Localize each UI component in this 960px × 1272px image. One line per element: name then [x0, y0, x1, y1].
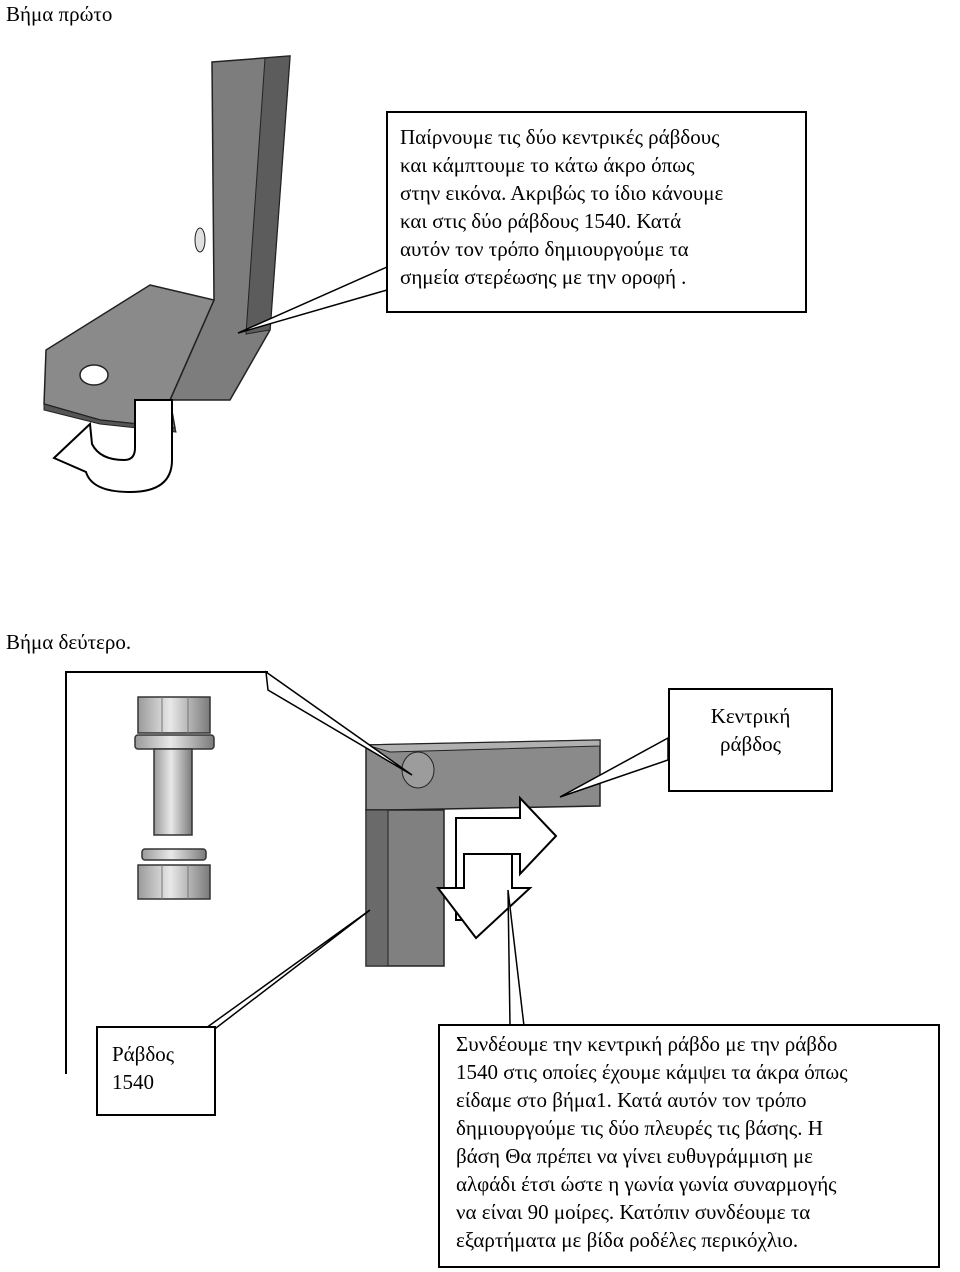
instructions-box: Συνδέουμε την κεντρική ράβδο με την ράβδ… — [438, 1024, 940, 1268]
bolt-callout-frame — [65, 671, 268, 1074]
bend-arrow — [52, 399, 173, 494]
corner-joint-illustration — [365, 739, 601, 967]
instructions-pointer — [507, 889, 525, 1027]
instructions-text: Συνδέουμε την κεντρική ράβδο με την ράβδ… — [456, 1032, 848, 1252]
step2-heading: Βήμα δεύτερο. — [6, 630, 132, 654]
rod-1540-pointer — [203, 909, 371, 1029]
central-rod-label-box: Κεντρική ράβδος — [668, 688, 833, 792]
direction-arrow-down — [435, 853, 533, 940]
step1-callout-text: Παίρνουμε τις δύο κεντρικές ράβδους και … — [400, 125, 724, 289]
bent-rod-illustration — [43, 55, 388, 494]
central-rod-label: Κεντρική ράβδος — [710, 704, 791, 756]
step1-callout: Παίρνουμε τις δύο κεντρικές ράβδους και … — [386, 111, 807, 313]
rod-1540-label: Ράβδος 1540 — [112, 1042, 175, 1094]
bolt-pointer — [265, 670, 413, 776]
rod-1540-label-box: Ράβδος 1540 — [96, 1026, 216, 1116]
step1-heading: Βήμα πρώτο — [6, 2, 113, 26]
bolt-assembly-illustration — [134, 696, 215, 900]
